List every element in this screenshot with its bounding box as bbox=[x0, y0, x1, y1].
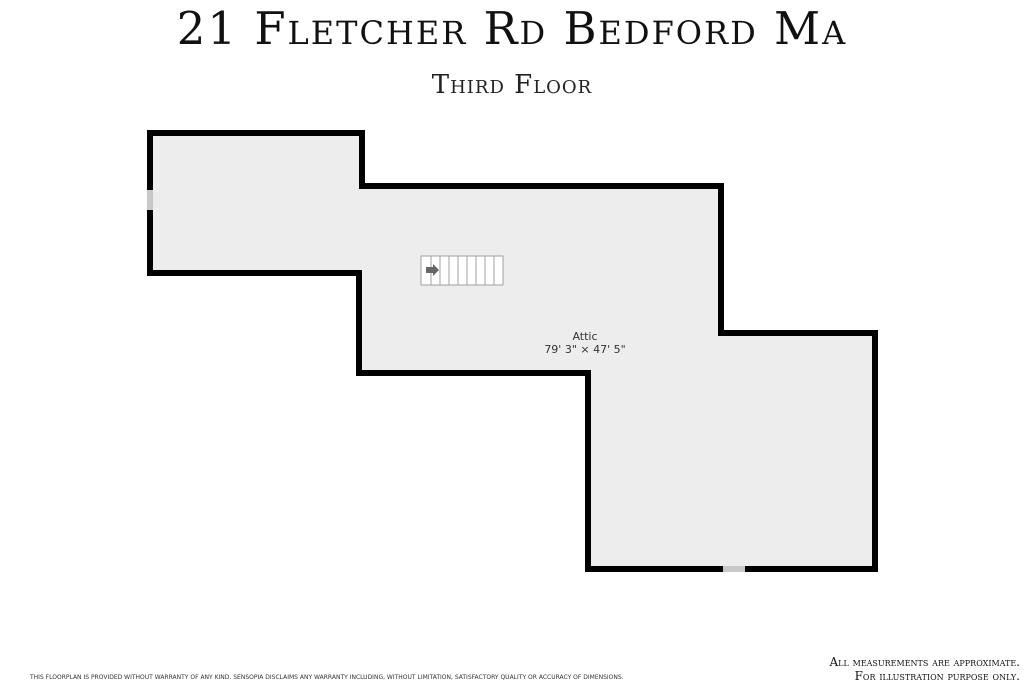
illustration-note: For illustration purpose only. bbox=[854, 669, 1020, 683]
measurement-note: All measurements are approximate. bbox=[829, 655, 1020, 669]
room-label-attic: Attic bbox=[572, 330, 598, 343]
window-opening-bottom bbox=[723, 566, 745, 572]
attic-floor-area bbox=[147, 130, 878, 572]
window-opening-left bbox=[147, 190, 153, 210]
warranty-disclaimer: THIS FLOORPLAN IS PROVIDED WITHOUT WARRA… bbox=[30, 674, 624, 681]
stairs-direction-arrow-icon bbox=[426, 264, 439, 276]
room-dimensions-attic: 79' 3" × 47' 5" bbox=[544, 343, 626, 356]
page-title: 21 Fletcher Rd Bedford Ma bbox=[176, 2, 848, 55]
floor-subtitle: Third Floor bbox=[431, 70, 593, 100]
